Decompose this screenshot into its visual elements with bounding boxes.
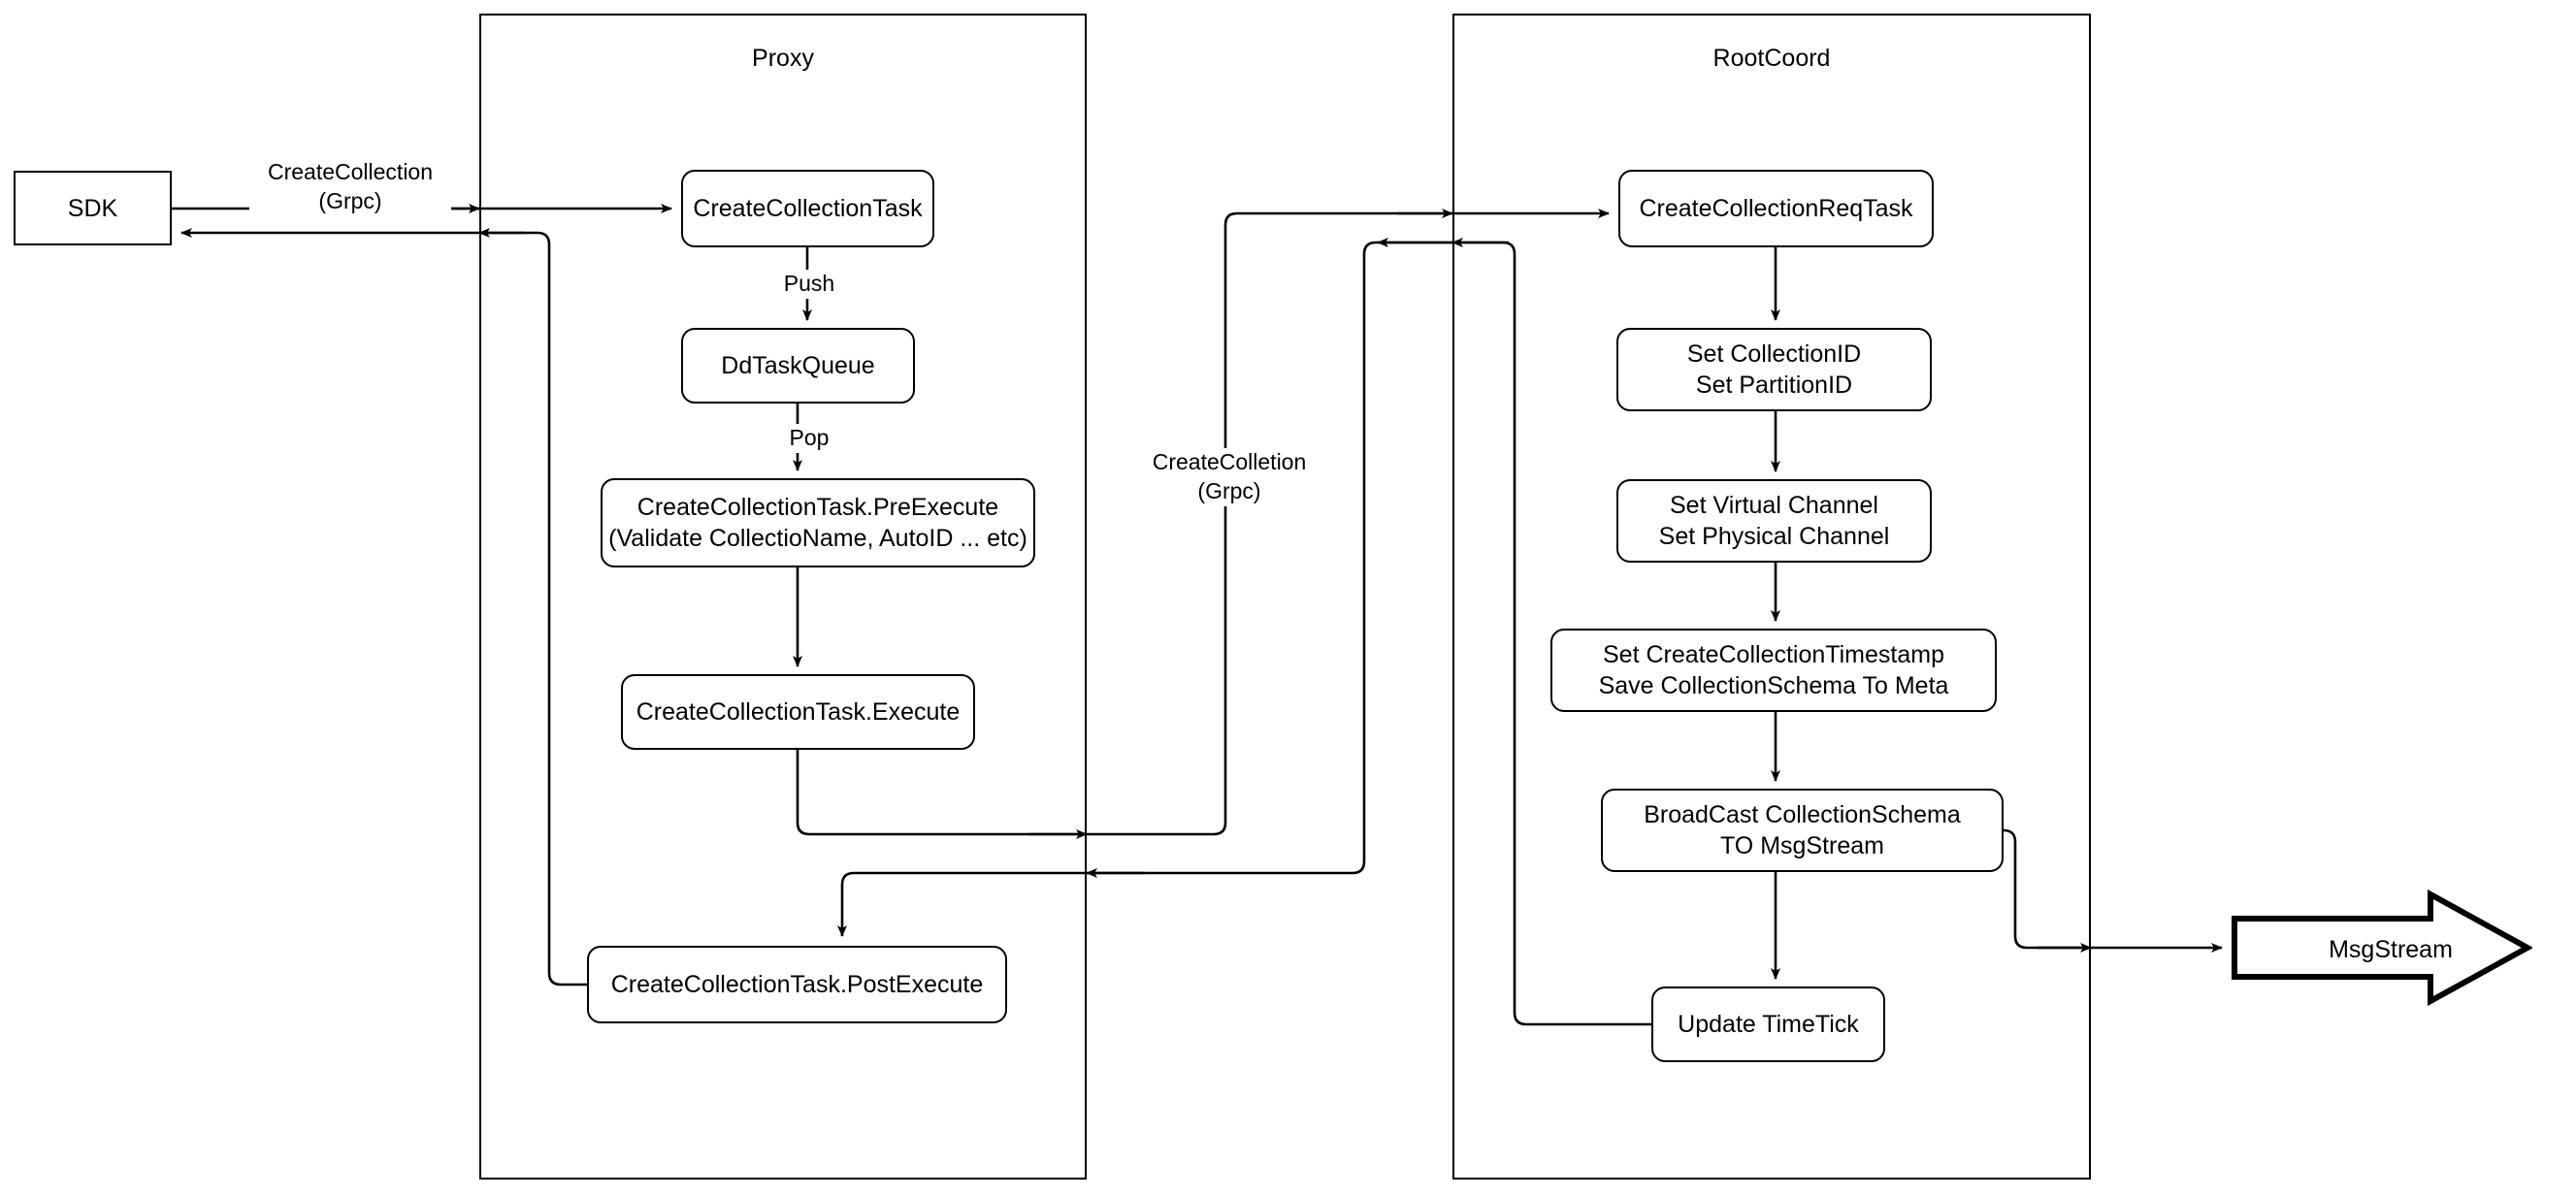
node-create-collection-task-postexecute[interactable]: CreateCollectionTask.PostExecute (587, 946, 1007, 1023)
edge-label-pop: Pop (747, 424, 871, 453)
node-create-collection-task-execute[interactable]: CreateCollectionTask.Execute (621, 674, 975, 750)
edge-label-createcollection-grpc: CreateCollection (Grpc) (249, 158, 451, 216)
container-proxy-title: Proxy (752, 45, 814, 72)
node-sdk[interactable]: SDK (14, 171, 172, 245)
node-create-collection-task[interactable]: CreateCollectionTask (681, 170, 934, 247)
node-set-collection-partition-id[interactable]: Set CollectionID Set PartitionID (1616, 328, 1932, 411)
node-create-collection-task-preexecute[interactable]: CreateCollectionTask.PreExecute (Validat… (601, 478, 1035, 567)
node-set-virtual-physical-channel[interactable]: Set Virtual Channel Set Physical Channel (1616, 479, 1932, 563)
node-broadcast-collection-schema[interactable]: BroadCast CollectionSchema TO MsgStream (1601, 789, 2004, 872)
container-proxy (479, 14, 1087, 1180)
wire-broadcast-to-msgstream (2003, 828, 2223, 953)
msgstream-shape[interactable] (2232, 890, 2532, 1006)
wire-postexecute-to-sdk (180, 228, 587, 987)
wire-return-mid (837, 241, 1452, 937)
msgstream-label: MsgStream (2329, 936, 2453, 963)
wire-execute-to-rootcoord (796, 209, 1610, 836)
node-set-timestamp-save-schema[interactable]: Set CreateCollectionTimestamp Save Colle… (1550, 629, 1997, 712)
container-rootcoord (1452, 14, 2091, 1180)
container-rootcoord-title: RootCoord (1712, 45, 1831, 72)
node-dd-task-queue[interactable]: DdTaskQueue (681, 328, 915, 404)
edge-label-createcolletion-grpc: CreateColletion (Grpc) (1128, 448, 1330, 506)
edge-label-push: Push (747, 270, 871, 299)
node-create-collection-req-task[interactable]: CreateCollectionReqTask (1618, 170, 1934, 247)
node-update-timetick[interactable]: Update TimeTick (1651, 987, 1885, 1062)
